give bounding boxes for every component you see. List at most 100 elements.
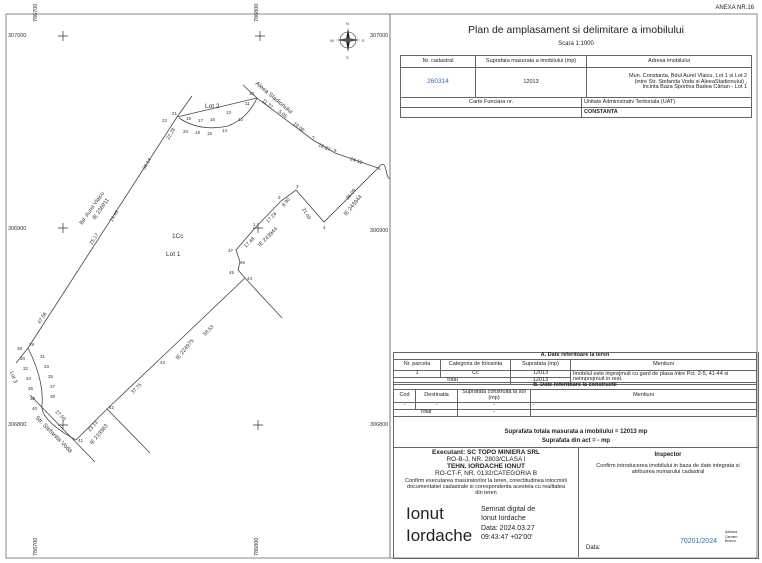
ie-boundary-42 xyxy=(106,408,151,454)
registration-number: 70201/2024 xyxy=(680,538,717,545)
point-label: 12 xyxy=(238,117,244,122)
point-label: 33 xyxy=(44,364,50,369)
point-label: 4 xyxy=(323,225,326,230)
point-label: 28 xyxy=(17,346,23,351)
point-label: 3 xyxy=(296,184,299,189)
address-line: (intre Str. Stefanita Voda si AleeaStadi… xyxy=(634,78,747,85)
point-label: 32 xyxy=(23,366,29,371)
address-line: Incinta Baza Sportiva Badea Cârtan - Lot… xyxy=(642,84,747,91)
grid-label-north: 306900 xyxy=(8,226,26,232)
compass-letter: S xyxy=(346,55,349,60)
distance-label: 19.08 xyxy=(292,121,306,134)
point-label: 37 xyxy=(50,384,56,389)
grid-label-east: 786700 xyxy=(33,4,39,22)
point-label: 36 xyxy=(28,386,34,391)
voda-line xyxy=(29,394,96,463)
lot-label: 1Cc xyxy=(172,233,184,240)
grid-cross-icon xyxy=(58,223,68,233)
point-label: 41 xyxy=(78,438,84,443)
act-area-summary: Suprafata din act = - mp xyxy=(541,438,611,444)
distance-label: 21.49 xyxy=(300,207,312,221)
uat-label: Unitate Administrativ Teritoriala (UAT) xyxy=(581,97,752,108)
distance-label: 12.87 xyxy=(317,142,331,153)
distance-label: 5.05 xyxy=(277,109,288,120)
east-curve xyxy=(377,164,391,179)
digital-signature-text: Semnat digital de Ionut Iordache Data: 2… xyxy=(481,505,535,543)
compass-letter: W xyxy=(330,38,334,43)
grid-cross-icon xyxy=(253,420,263,430)
lot3-curve xyxy=(27,347,77,441)
executant-technician: TEHN. IORDACHE IONUT xyxy=(447,463,525,471)
lot3-west-line xyxy=(15,347,29,364)
header-mentions: Mentiuni xyxy=(530,389,757,403)
grid-cross-icon xyxy=(255,31,265,41)
distance-label: 36.14 xyxy=(142,157,154,171)
aleea-line xyxy=(242,84,258,99)
annex-label: ANEXA NR.16 xyxy=(715,5,754,11)
info-panel: ANEXA NR.16 Plan de amplasament si delim… xyxy=(390,0,762,563)
electronic-stamp: Adriana Carmen Bulecu xyxy=(725,530,737,544)
point-label: 22 xyxy=(162,118,168,123)
point-label: 11 xyxy=(245,101,250,106)
point-label: 17 xyxy=(198,118,204,123)
executant-registration: RO-B-J, NR. 2803/CLASA I xyxy=(446,456,526,464)
stamp-field: Bulecu xyxy=(725,539,736,544)
sig-line: 09:43:47 +02'00' xyxy=(481,534,533,542)
signature-box xyxy=(393,447,759,559)
lot-label: Lot 3 xyxy=(8,371,18,385)
header-surface: Suprafata (mp) xyxy=(510,359,571,371)
point-label: 1 xyxy=(253,222,256,227)
header-area: Suprafata masurata a imobilului (mp) xyxy=(475,55,587,68)
distance-label: 27.50 xyxy=(54,409,67,422)
scale-label: Scara 1:1000 xyxy=(558,41,594,47)
distance-label: 25.17 xyxy=(89,232,101,246)
point-label: 19 xyxy=(186,116,192,121)
point-label: 2 xyxy=(278,195,281,200)
area-value: 12013 xyxy=(475,67,587,98)
distance-label: 58.53 xyxy=(202,324,215,337)
grid-label-east: 786800 xyxy=(254,4,260,22)
point-label: 30 xyxy=(20,356,26,361)
distance-label: 17.48 xyxy=(243,236,256,249)
point-label: 43 xyxy=(160,360,166,365)
distance-label: 17.24 xyxy=(265,211,278,224)
carte-funciara-value xyxy=(400,107,582,118)
page-border xyxy=(5,13,758,559)
compass-letter: E xyxy=(362,38,365,43)
grid-label-east: 786700 xyxy=(33,538,39,556)
point-label: 44 xyxy=(247,276,253,281)
distance-label: 8.90 xyxy=(281,197,292,208)
grid-crosses xyxy=(58,31,265,430)
point-label: 10 xyxy=(249,91,255,96)
point-label: 45 xyxy=(229,270,235,275)
header-mentions: Mentiuni xyxy=(570,359,757,371)
grid-cross-icon xyxy=(58,31,68,41)
parcel-outline xyxy=(75,97,379,441)
grid-label-east: 786800 xyxy=(254,538,260,556)
address-value: Mun. Constanta, Bdul Aurel Vlaicu, Lot 1… xyxy=(586,67,752,98)
cadastral-number: 260314 xyxy=(400,67,476,98)
inspector-confirm: Confirm introducerea imobilului in baza … xyxy=(596,463,740,475)
point-label: 21 xyxy=(172,111,178,116)
point-label: 14 xyxy=(222,128,228,133)
lot-label: Lot 2 xyxy=(205,103,220,110)
point-label: 47 xyxy=(228,248,234,253)
point-label: 29 xyxy=(29,342,35,347)
north-arrow-icon xyxy=(336,28,360,52)
executant-company: Executant: SC TOPO MINIERA SRL xyxy=(432,449,540,456)
lot2-curve xyxy=(178,97,258,129)
point-label: 42 xyxy=(109,405,115,410)
aurel-vlaicu-line xyxy=(27,95,193,349)
uat-value: CONSTANTA xyxy=(581,107,752,118)
address-line: Mun. Constanta, Bdul Aurel Vlaicu, Lot 1… xyxy=(628,72,747,79)
grid-label-north: 307000 xyxy=(370,33,388,39)
point-label: 20 xyxy=(183,129,189,134)
distance-label: 37.75 xyxy=(130,382,143,395)
empty-cell xyxy=(530,408,757,417)
point-label: 34 xyxy=(26,376,32,381)
point-label: 46 xyxy=(240,260,246,265)
header-cadastral: Nr. cadastral xyxy=(400,55,476,68)
point-label: 16 xyxy=(210,117,216,122)
sig-line: Data: 2024.03.27 xyxy=(481,524,535,532)
point-label: 31 xyxy=(40,354,46,359)
